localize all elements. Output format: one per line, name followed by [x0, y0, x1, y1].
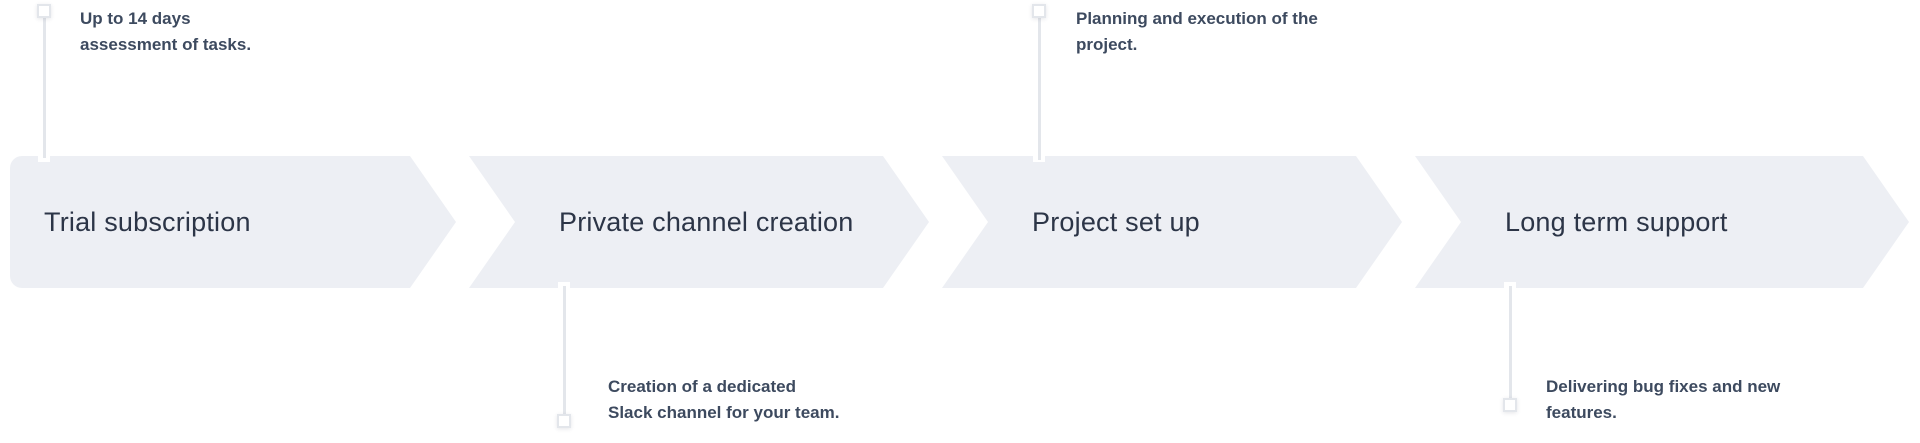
note-project-set-up: Planning and execution of the project.: [1076, 6, 1318, 58]
note-line: assessment of tasks.: [80, 35, 252, 54]
note-line: Slack channel for your team.: [608, 403, 840, 422]
connector-marker-step4: [1503, 398, 1517, 412]
note-line: Planning and execution of the: [1076, 9, 1318, 28]
connector-line-step2: [563, 286, 566, 420]
note-line: Creation of a dedicated: [608, 377, 796, 396]
note-line: project.: [1076, 35, 1138, 54]
connector-marker-step2: [557, 414, 571, 428]
step-label-trial-subscription: Trial subscription: [44, 206, 251, 237]
step-label-project-set-up: Project set up: [1032, 206, 1200, 237]
note-line: Delivering bug fixes and new: [1546, 377, 1781, 396]
step-label-long-term-support: Long term support: [1505, 206, 1728, 237]
connector-line-step4: [1509, 286, 1512, 406]
step-arrow-project-set-up: Project set up: [942, 156, 1402, 288]
step-label-private-channel-creation: Private channel creation: [559, 206, 854, 237]
connector-marker-step3: [1032, 4, 1046, 18]
note-long-term-support: Delivering bug fixes and new features.: [1546, 374, 1780, 426]
note-line: Up to 14 days: [80, 9, 191, 28]
note-line: features.: [1546, 403, 1617, 422]
step-arrow-long-term-support: Long term support: [1415, 156, 1909, 288]
connector-line-step3: [1038, 12, 1041, 160]
note-private-channel-creation: Creation of a dedicated Slack channel fo…: [608, 374, 839, 426]
step-arrow-trial-subscription: Trial subscription: [10, 156, 456, 288]
step-arrow-private-channel-creation: Private channel creation: [469, 156, 929, 288]
connector-marker-step1: [37, 4, 51, 18]
connector-line-step1: [43, 12, 46, 158]
note-trial-subscription: Up to 14 days assessment of tasks.: [80, 6, 251, 58]
